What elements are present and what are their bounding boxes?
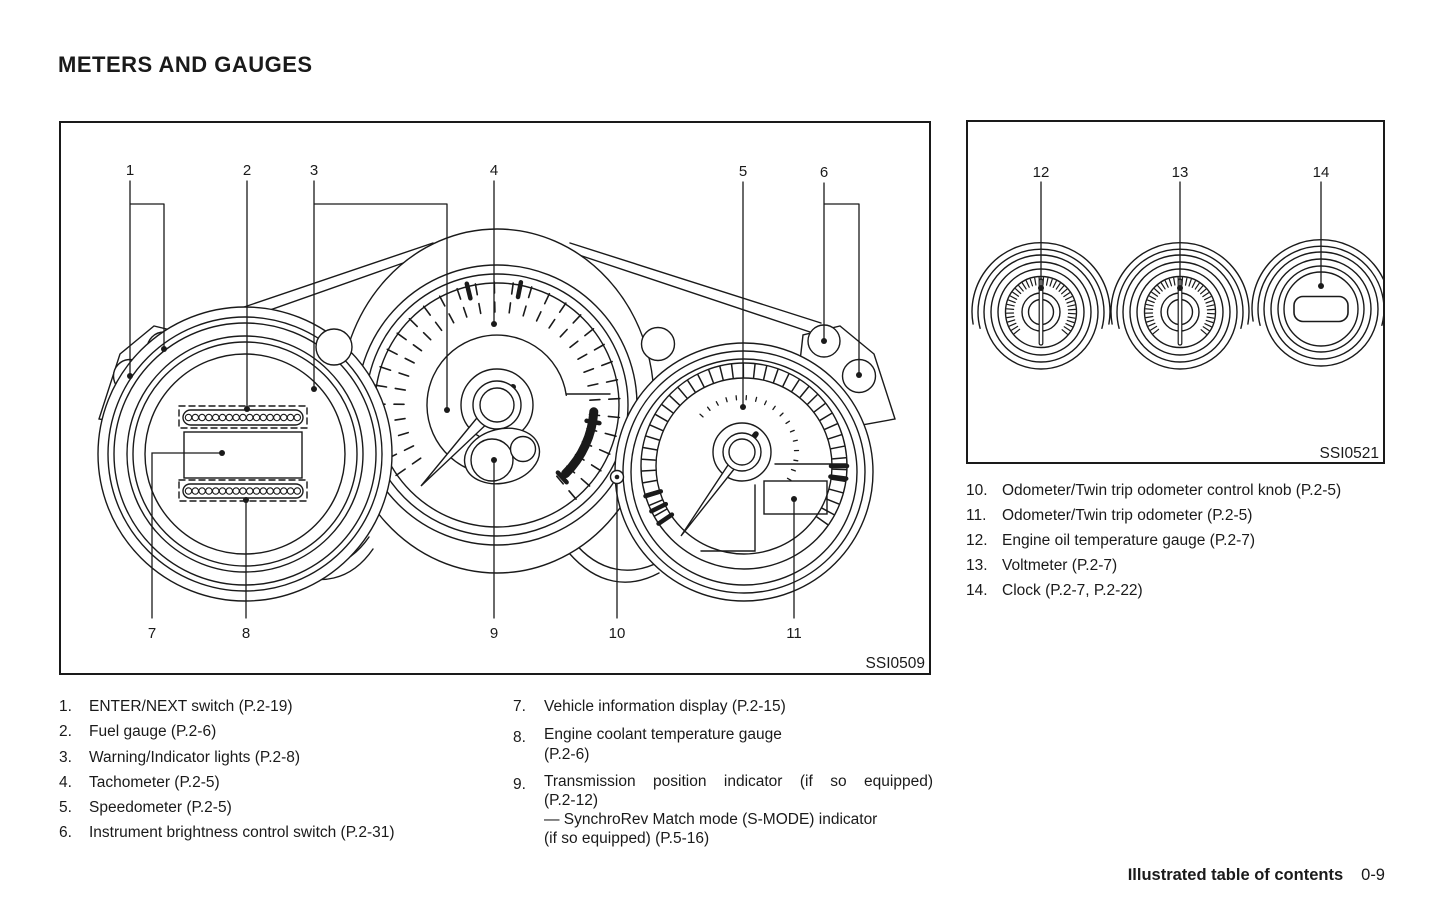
item-text: Fuel gauge (P.2-6)	[89, 723, 217, 741]
legend-list-left: 1. ENTER/NEXT switch (P.2-19) 2. Fuel gaug…	[59, 694, 509, 846]
figure-id-ssi0521: SSI0521	[1320, 445, 1379, 462]
list-item: 5. Speedometer (P.2-5)	[59, 795, 509, 820]
item-text: ENTER/NEXT switch (P.2-19)	[89, 698, 293, 715]
item-text: Instrument brightness control switch (P.…	[89, 824, 395, 842]
mount-hole-right	[640, 326, 676, 362]
oil-temperature-gauge	[971, 242, 1111, 370]
item-number: 11.	[966, 507, 987, 525]
callout-leaders	[129, 180, 860, 619]
item-text: Warning/Indicator lights (P.2-8)	[89, 748, 301, 766]
list-item: 11. Odometer/Twin trip odometer (P.2-5)	[966, 503, 1392, 528]
callout-4: 4	[490, 162, 498, 179]
footer-page-number: 0-9	[1361, 866, 1385, 884]
item-text: Transmission position indicator (if so e…	[544, 772, 933, 848]
mount-hole-left	[315, 328, 353, 366]
callout-6: 6	[820, 164, 828, 181]
list-item: 12. Engine oil temperature gauge (P.2-7)	[966, 528, 1392, 553]
callout-9: 9	[490, 625, 498, 642]
panel-callout-numbers: 12 13 14	[1033, 164, 1330, 181]
callout-3: 3	[310, 162, 318, 179]
smode-indicator-window	[463, 427, 541, 485]
voltmeter-gauge	[1110, 242, 1250, 370]
callout-5: 5	[739, 163, 747, 180]
item-number: 4.	[59, 773, 72, 791]
callout-1: 1	[126, 162, 134, 179]
panel-callout-leaders	[1040, 181, 1322, 287]
list-item: 7. Vehicle information display (P.2-15)	[513, 694, 933, 719]
item-text: Engine coolant temperature gauge (P.2-6)	[544, 726, 782, 763]
item-text: Speedometer (P.2-5)	[89, 799, 232, 817]
item-number: 2.	[59, 723, 72, 741]
callout-11: 11	[786, 625, 802, 642]
list-item: 14. Clock (P.2-7, P.2-22)	[966, 578, 1392, 603]
item-number: 7.	[513, 698, 526, 715]
item-text: Tachometer (P.2-5)	[89, 773, 220, 791]
figure-id-ssi0509: SSI0509	[866, 655, 925, 672]
item-number: 1.	[59, 698, 72, 715]
clock-gauge	[1251, 239, 1383, 367]
fuel-and-info-gauge	[97, 306, 393, 602]
callout-dots	[127, 321, 862, 503]
item-number: 6.	[59, 824, 72, 842]
item-number: 14.	[966, 582, 988, 600]
vehicle-information-display	[183, 431, 303, 479]
list-item: 13. Voltmeter (P.2-7)	[966, 553, 1392, 578]
item-text: Voltmeter (P.2-7)	[1002, 557, 1118, 575]
list-item: 9. Transmission position indicator (if s…	[513, 772, 933, 849]
item-number: 12.	[966, 532, 988, 550]
item-text: Vehicle information display (P.2-15)	[544, 698, 786, 715]
callout-12: 12	[1033, 164, 1050, 181]
cluster-diagram: 1 2 3 4 5 6 7 8 9 10 11 SSI0509	[97, 162, 925, 672]
legend-list-panel: 10. Odometer/Twin trip odometer control k…	[966, 478, 1392, 603]
speedometer-inner-ticks	[699, 395, 800, 481]
list-item: 4. Tachometer (P.2-5)	[59, 770, 509, 795]
list-item: 2. Fuel gauge (P.2-6)	[59, 719, 509, 744]
item-text: Odometer/Twin trip odometer control knob…	[1002, 482, 1342, 499]
coolant-temp-strip	[178, 479, 308, 502]
page-title: METERS AND GAUGES	[58, 52, 313, 77]
speedometer	[614, 342, 874, 602]
list-item: 3. Warning/Indicator lights (P.2-8)	[59, 745, 509, 770]
item-text: Engine oil temperature gauge (P.2-7)	[1002, 532, 1256, 550]
page-footer: Illustrated table of contents 0-9	[1128, 866, 1385, 885]
list-item: 8. Engine coolant temperature gauge (P.2…	[513, 725, 933, 763]
callout-10: 10	[609, 625, 626, 642]
callout-13: 13	[1172, 164, 1189, 181]
item-number: 3.	[59, 748, 72, 766]
fuel-gauge-strip	[178, 405, 308, 429]
list-item: 6. Instrument brightness control switch (…	[59, 820, 509, 845]
tachometer	[339, 228, 655, 574]
odometer-display	[763, 480, 828, 515]
footer-section-title: Illustrated table of contents	[1127, 866, 1344, 884]
item-number: 5.	[59, 799, 72, 817]
list-item: 10. Odometer/Twin trip odometer control k…	[966, 478, 1392, 503]
panel-callout-dots	[1038, 283, 1324, 291]
item-text: Clock (P.2-7, P.2-22)	[1002, 582, 1143, 600]
item-text: Odometer/Twin trip odometer (P.2-5)	[1002, 507, 1253, 525]
tachometer-redline	[561, 407, 599, 479]
panel-diagram: 12 13 14 SSI0521	[971, 164, 1383, 462]
clock-display	[1293, 295, 1349, 323]
callout-7: 7	[148, 625, 156, 642]
callout-8: 8	[242, 625, 250, 642]
cluster-figure-box: 1 2 3 4 5 6 7 8 9 10 11 SSI0509	[59, 121, 931, 675]
speedometer-ticks	[641, 363, 850, 526]
item-number: 9.	[513, 775, 526, 793]
cluster-callout-numbers: 1 2 3 4 5 6 7 8 9 10 11	[126, 162, 828, 642]
item-number: 13.	[966, 557, 988, 575]
item-number: 8.	[513, 729, 526, 747]
legend-list-right: 7. Vehicle information display (P.2-15) …	[513, 694, 933, 849]
callout-2: 2	[243, 162, 251, 179]
callout-14: 14	[1313, 164, 1330, 181]
item-number: 10.	[966, 482, 988, 499]
list-item: 1. ENTER/NEXT switch (P.2-19)	[59, 694, 509, 719]
oil-gauge-ticks	[1005, 277, 1077, 335]
panel-figure-box: 12 13 14 SSI0521	[966, 120, 1385, 464]
